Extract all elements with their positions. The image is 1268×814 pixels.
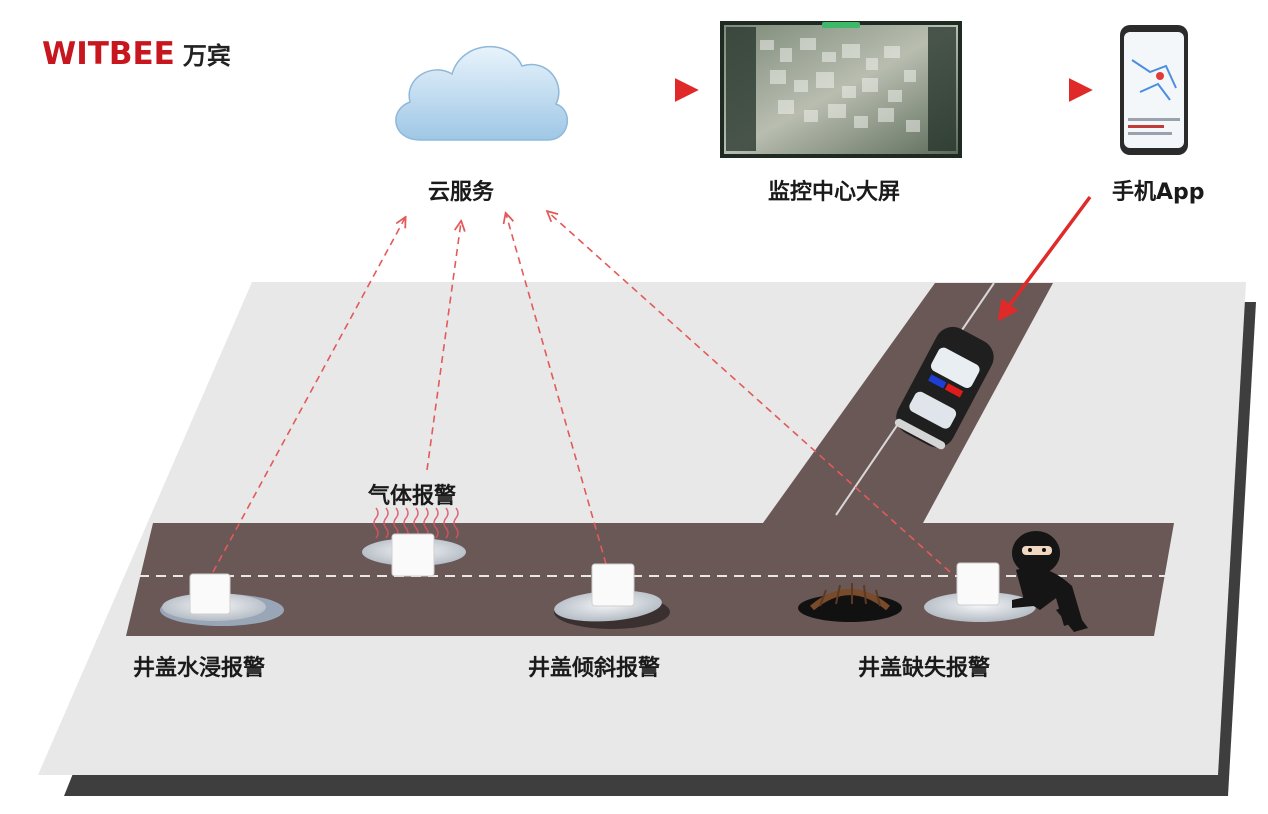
cloud-service-label: 云服务	[428, 180, 495, 205]
monitor-center-label: 监控中心大屏	[768, 180, 901, 205]
police-car-icon	[894, 326, 994, 450]
logo-text-cn: 万宾	[182, 42, 231, 70]
manhole-gas-sensor	[362, 507, 466, 577]
manhole-tilt-sensor	[554, 563, 670, 629]
water-alarm-label: 井盖水浸报警	[133, 656, 266, 681]
uplink-missing-sensor	[548, 212, 951, 573]
uplink-gas-sensor	[426, 222, 461, 471]
cloud-icon	[395, 45, 569, 141]
thief-figure	[1012, 531, 1088, 632]
tilt-alarm-label: 井盖倾斜报警	[528, 656, 661, 681]
smartphone-icon	[1120, 25, 1188, 155]
uplink-tilt-sensor	[506, 214, 607, 565]
manhole-water-sensor	[160, 573, 284, 626]
open-manhole-hole	[798, 583, 902, 622]
flow-arrow-phone-to-patrol	[997, 195, 1092, 322]
mobile-app-label: 手机App	[1112, 180, 1205, 205]
witbee-logo: WITBEE 万宾	[42, 36, 231, 72]
logo-text-en: WITBEE	[42, 36, 175, 72]
monitor-screen	[720, 21, 962, 158]
manhole-missing-sensor	[924, 562, 1036, 622]
missing-alarm-label: 井盖缺失报警	[858, 656, 991, 681]
gas-alarm-label: 气体报警	[368, 484, 457, 509]
